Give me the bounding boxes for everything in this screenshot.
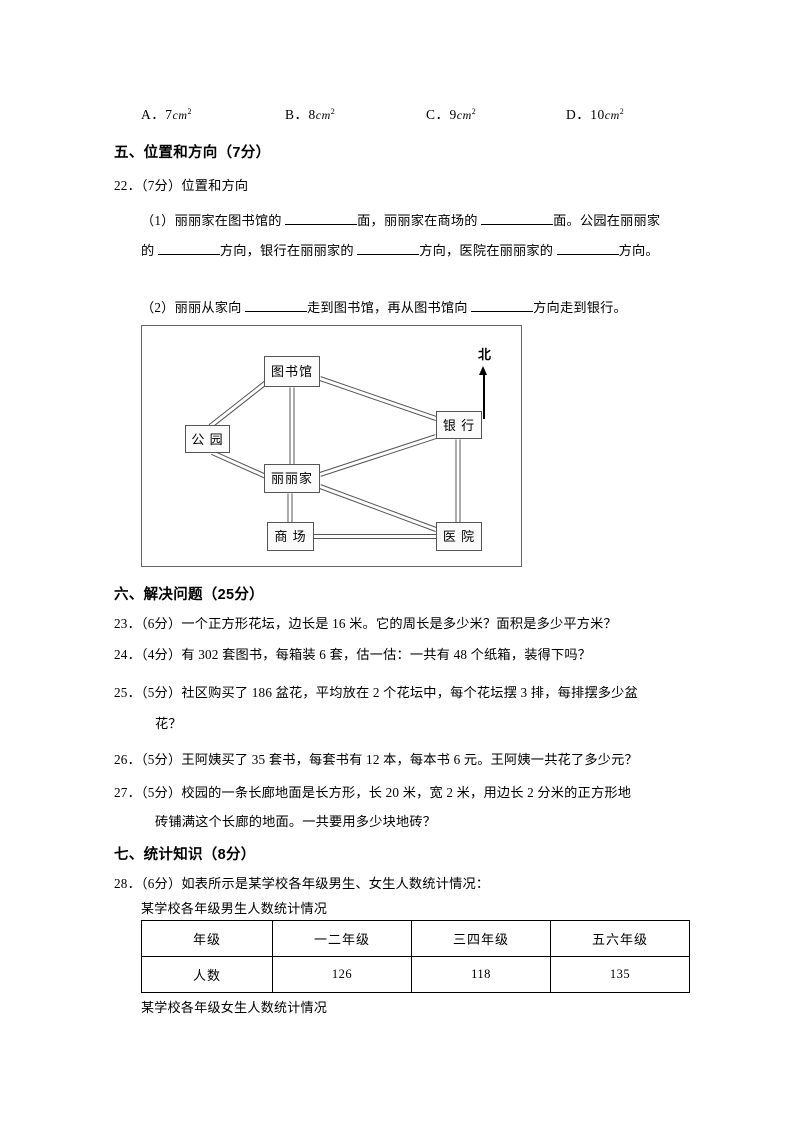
map-road-home-to-bank — [319, 433, 437, 477]
table-caption-girls: 某学校各年级女生人数统计情况 — [141, 1000, 328, 1015]
section-heading-six: 六、解决问题（25分） — [114, 587, 264, 603]
table-cell-value: 118 — [411, 956, 551, 993]
choice-option-b[interactable]: B．8cm2 — [285, 103, 335, 123]
north-arrow-head-icon — [479, 366, 487, 375]
north-arrow-shaft — [483, 374, 485, 419]
answer-blank-7[interactable] — [471, 311, 534, 312]
question-28: 28．（6分）如表所示是某学校各年级男生、女生人数统计情况： — [114, 876, 490, 891]
map-node-bank[interactable]: 银 行 — [436, 411, 482, 439]
choice-d-value: 10 — [590, 107, 605, 122]
q22-text-d: 的 — [141, 243, 155, 258]
section-heading-seven: 七、统计知识（8分） — [114, 847, 256, 863]
question-27-line2: 砖铺满这个长廊的地面。一共要用多少块地砖？ — [155, 814, 437, 829]
choice-option-c[interactable]: C．9cm2 — [426, 103, 476, 123]
section-heading-five: 五、位置和方向（7分） — [114, 145, 271, 161]
question-27-line1: 27．（5分）校园的一条长廊地面是长方形，长 20 米，宽 2 米，用边长 2 … — [114, 785, 632, 800]
q22-text-c: 面。公园在丽丽家 — [553, 213, 661, 228]
choice-row: A．7cm2 B．8cm2 C．9cm2 D．10cm2 — [141, 103, 701, 125]
map-road-park-to-home — [210, 449, 268, 479]
q22-p2-text-b: 走到图书馆，再从图书馆向 — [307, 300, 468, 315]
question-22-part2: （2）丽丽从家向 走到图书馆，再从图书馆向 方向走到银行。 — [141, 298, 627, 317]
choice-c-label: C． — [426, 107, 450, 122]
map-node-park[interactable]: 公 园 — [185, 425, 230, 453]
choice-c-value: 9 — [449, 107, 457, 122]
choice-b-label: B． — [285, 107, 309, 122]
q22-text-f: 方向，医院在丽丽家的 — [419, 243, 554, 258]
q22-text-e: 方向，银行在丽丽家的 — [219, 243, 354, 258]
answer-blank-4[interactable] — [357, 254, 420, 255]
question-22-part1-line2: 的 方向，银行在丽丽家的 方向，医院在丽丽家的 方向。 — [141, 241, 659, 260]
q22-p2-text-a: （2）丽丽从家向 — [141, 300, 242, 315]
question-26: 26．（5分）王阿姨买了 35 套书，每套书有 12 本，每本书 6 元。王阿姨… — [114, 752, 638, 767]
map-node-hospital[interactable]: 医 院 — [436, 522, 482, 551]
map-road-bank-to-hospital — [455, 439, 461, 522]
question-22-heading: 22．（7分）位置和方向 — [114, 178, 249, 193]
choice-d-unit: cm2 — [604, 107, 625, 122]
map-road-library-to-home — [289, 387, 295, 464]
map-road-home-to-hospital — [319, 483, 437, 532]
map-road-mall-to-hospital — [314, 533, 436, 539]
map-node-mall[interactable]: 商 场 — [267, 522, 314, 551]
location-map-diagram: 图书馆公 园 银 行丽丽家商 场 医 院 北 — [141, 325, 522, 567]
table-cell-value: 126 — [272, 956, 412, 993]
q22-p2-text-c: 方向走到银行。 — [533, 300, 627, 315]
q22-text-b: 面，丽丽家在商场的 — [357, 213, 478, 228]
q22-text-g: 方向。 — [618, 243, 659, 258]
choice-c-unit: cm2 — [456, 107, 477, 122]
q22-text-a: （1）丽丽家在图书馆的 — [141, 213, 282, 228]
map-road-library-to-park — [208, 380, 268, 428]
table-header-row: 年级一二年级三四年级五六年级 — [141, 920, 690, 957]
map-node-home[interactable]: 丽丽家 — [264, 464, 320, 493]
map-road-home-to-mall — [287, 493, 293, 522]
table-header-cell-3: 五六年级 — [550, 920, 690, 957]
choice-a-label: A． — [141, 107, 166, 122]
choice-a-value: 7 — [165, 107, 173, 122]
question-23: 23．（6分）一个正方形花坛，边长是 16 米。它的周长是多少米？面积是多少平方… — [114, 616, 617, 631]
question-25-line1: 25．（5分）社区购买了 186 盆花，平均放在 2 个花坛中，每个花坛摆 3 … — [114, 685, 638, 700]
choice-d-label: D． — [566, 107, 591, 122]
answer-blank-3[interactable] — [157, 254, 220, 255]
table-header-cell-2: 三四年级 — [411, 920, 551, 957]
question-24: 24．（4分）有 302 套图书，每箱装 6 套，估一估：一共有 48 个纸箱，… — [114, 647, 592, 662]
table-cell-value: 135 — [550, 956, 690, 993]
answer-blank-6[interactable] — [245, 311, 308, 312]
answer-blank-1[interactable] — [285, 224, 358, 225]
choice-b-value: 8 — [308, 107, 316, 122]
choice-b-unit: cm2 — [315, 107, 336, 122]
table-caption-boys: 某学校各年级男生人数统计情况 — [141, 901, 328, 916]
answer-blank-2[interactable] — [481, 224, 554, 225]
answer-blank-5[interactable] — [556, 254, 619, 255]
table-header-cell-0: 年级 — [141, 920, 273, 957]
table-header-cell-1: 一二年级 — [272, 920, 412, 957]
map-road-library-to-bank — [319, 375, 437, 421]
choice-option-a[interactable]: A．7cm2 — [141, 103, 192, 123]
choice-a-unit: cm2 — [172, 107, 192, 122]
question-22-part1-line1: （1）丽丽家在图书馆的 面，丽丽家在商场的 面。公园在丽丽家 — [141, 211, 660, 230]
choice-option-d[interactable]: D．10cm2 — [566, 103, 624, 123]
question-25-line2: 花？ — [155, 716, 182, 731]
map-node-library[interactable]: 图书馆 — [264, 356, 320, 387]
table-row-label: 人数 — [141, 956, 273, 993]
north-label: 北 — [478, 347, 492, 362]
